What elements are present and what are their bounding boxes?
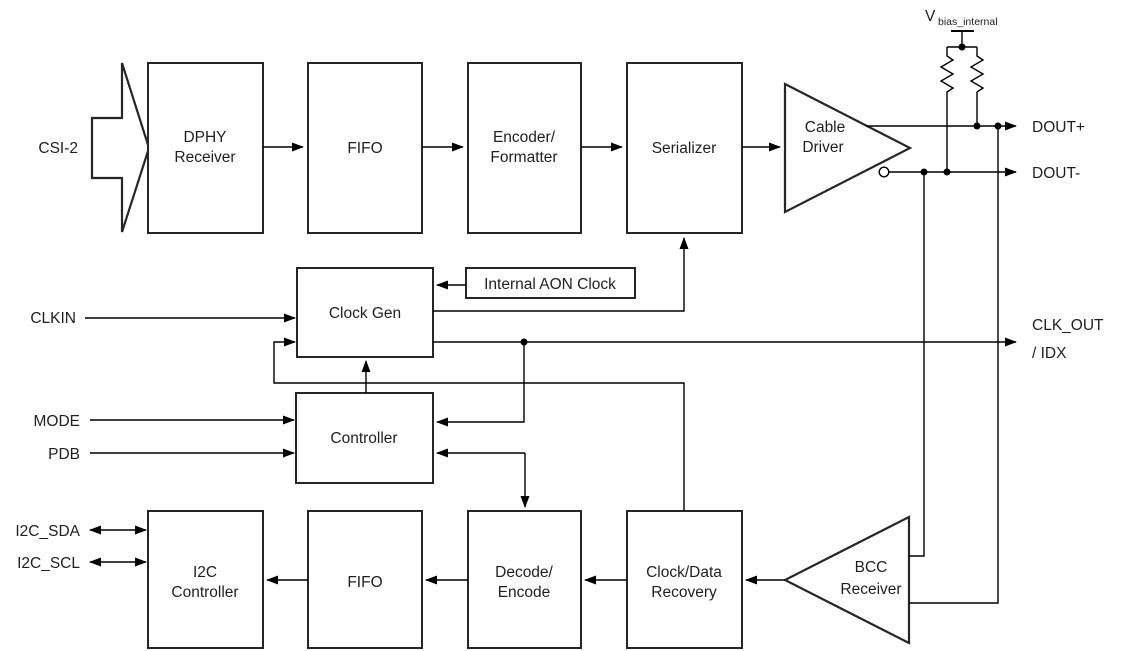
wire-clock-to-controller xyxy=(436,342,525,427)
block-fifo-top xyxy=(307,62,423,234)
block-internal-aon-clock xyxy=(465,267,636,299)
fifo-bottom-label: FIFO xyxy=(347,574,382,591)
bcc-receiver-label-line2: Receiver xyxy=(840,581,901,598)
wire-clock-gen-to-serializer xyxy=(433,237,689,312)
port-label-dout-plus: DOUT+ xyxy=(1032,119,1085,136)
port-label-clkin: CLKIN xyxy=(30,310,76,327)
port-label-i2c-sda: I2C_SDA xyxy=(15,523,80,540)
bcc-receiver-amp-icon xyxy=(782,515,911,645)
port-label-dout-minus: DOUT- xyxy=(1032,165,1080,182)
i2c-controller-label-line1: I2C xyxy=(193,564,217,581)
csi2-block-arrow-icon xyxy=(90,62,151,233)
dphy-receiver-label-line2: Receiver xyxy=(174,149,235,166)
block-encoder-formatter xyxy=(467,62,582,234)
internal-aon-clock-label: Internal AON Clock xyxy=(484,276,616,293)
block-clock-data-recovery xyxy=(626,510,743,649)
vbias-label-subscript: bias_internal xyxy=(938,16,998,28)
fifo-top-label: FIFO xyxy=(347,140,382,157)
block-i2c-controller xyxy=(147,510,264,649)
encoder-label-line1: Encoder/ xyxy=(493,129,556,146)
port-label-clk-out-line2: / IDX xyxy=(1032,345,1067,362)
clock-gen-label: Clock Gen xyxy=(329,305,401,322)
junction-dot xyxy=(958,43,966,51)
wire-dout-minus-tap-to-bcc xyxy=(909,172,925,557)
block-decode-encode xyxy=(467,510,582,649)
cable-driver-label-line2: Driver xyxy=(802,139,843,156)
bcc-receiver-label-line1: BCC xyxy=(855,559,888,576)
junction-dot xyxy=(920,168,928,176)
block-clock-gen xyxy=(296,267,434,358)
i2c-controller-label-line2: Controller xyxy=(171,584,238,601)
junction-dot xyxy=(943,168,951,176)
port-label-csi2: CSI-2 xyxy=(38,140,78,157)
port-label-pdb: PDB xyxy=(48,446,80,463)
clock-data-recovery-label-line1: Clock/Data xyxy=(646,564,722,581)
resistor-right-icon xyxy=(969,47,985,126)
cable-driver-amp-icon xyxy=(783,82,913,214)
port-label-i2c-scl: I2C_SCL xyxy=(17,555,80,572)
junction-dot xyxy=(994,122,1002,130)
wire-cdr-feedback-to-clock-gen xyxy=(273,337,685,511)
block-dphy-receiver xyxy=(147,62,264,234)
wire-dout-plus-tap-to-bcc xyxy=(909,126,999,604)
encoder-label-line2: Formatter xyxy=(490,149,557,166)
cable-driver-label-line1: Cable xyxy=(805,119,846,136)
block-fifo-bottom xyxy=(307,510,423,649)
junction-dot xyxy=(520,338,528,346)
block-controller xyxy=(295,392,434,484)
port-label-mode: MODE xyxy=(34,413,81,430)
serializer-label: Serializer xyxy=(652,140,717,157)
decode-encode-label-line2: Encode xyxy=(498,584,551,601)
clock-data-recovery-label-line2: Recovery xyxy=(651,584,717,601)
junction-dot xyxy=(973,122,981,130)
dphy-receiver-label-line1: DPHY xyxy=(183,129,226,146)
vbias-label-main: V xyxy=(925,8,936,25)
controller-label: Controller xyxy=(330,430,397,447)
block-serializer xyxy=(626,62,743,234)
inversion-bubble-icon xyxy=(878,166,890,178)
decode-encode-label-line1: Decode/ xyxy=(495,564,553,581)
resistor-left-icon xyxy=(939,47,955,172)
port-label-clk-out-line1: CLK_OUT xyxy=(1032,317,1104,334)
